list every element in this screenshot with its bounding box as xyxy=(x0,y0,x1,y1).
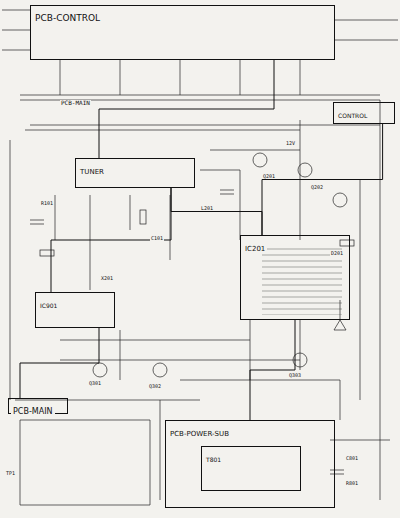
part-ref: PCB-MAIN xyxy=(60,100,91,106)
box-label: CONTROL xyxy=(336,112,369,119)
part-ref: X201 xyxy=(100,275,114,281)
wire xyxy=(262,124,383,235)
schematic-box: IC201 xyxy=(240,235,350,320)
box-label: PCB-MAIN xyxy=(11,407,55,416)
schematic-box: TUNER xyxy=(75,158,195,188)
box-label: IC201 xyxy=(243,245,267,253)
wire xyxy=(99,60,274,158)
part-ref: R101 xyxy=(40,200,54,206)
part-ref: L201 xyxy=(200,205,214,211)
part-ref: TP1 xyxy=(5,470,16,476)
schematic-box: PCB-CONTROL xyxy=(30,5,335,60)
wire xyxy=(171,188,262,235)
box-label: PCB-CONTROL xyxy=(33,13,102,23)
part-ref: D201 xyxy=(330,250,344,256)
schematic-box: PCB-MAIN xyxy=(8,398,68,414)
schematic-box: IC901 xyxy=(35,292,115,328)
part-ref: C101 xyxy=(150,235,164,241)
part-ref: Q202 xyxy=(310,184,324,190)
part-ref: Q301 xyxy=(88,380,102,386)
wire xyxy=(51,188,171,292)
part-ref: Q201 xyxy=(262,173,276,179)
schematic-box: T801 xyxy=(201,446,301,491)
part-ref: Q303 xyxy=(288,372,302,378)
box-label: T801 xyxy=(204,456,223,463)
schematic-box: PCB-POWER-SUB T801 xyxy=(165,420,335,508)
box-label: IC901 xyxy=(38,302,59,309)
box-label: PCB-POWER-SUB xyxy=(168,430,231,438)
part-ref: C801 xyxy=(345,455,359,461)
part-ref: 12V xyxy=(285,140,296,146)
wire xyxy=(20,328,99,398)
part-ref: Q302 xyxy=(148,383,162,389)
wire xyxy=(250,320,295,420)
part-ref: R801 xyxy=(345,480,359,486)
box-label: TUNER xyxy=(78,168,106,176)
schematic-box: CONTROL xyxy=(333,102,395,124)
